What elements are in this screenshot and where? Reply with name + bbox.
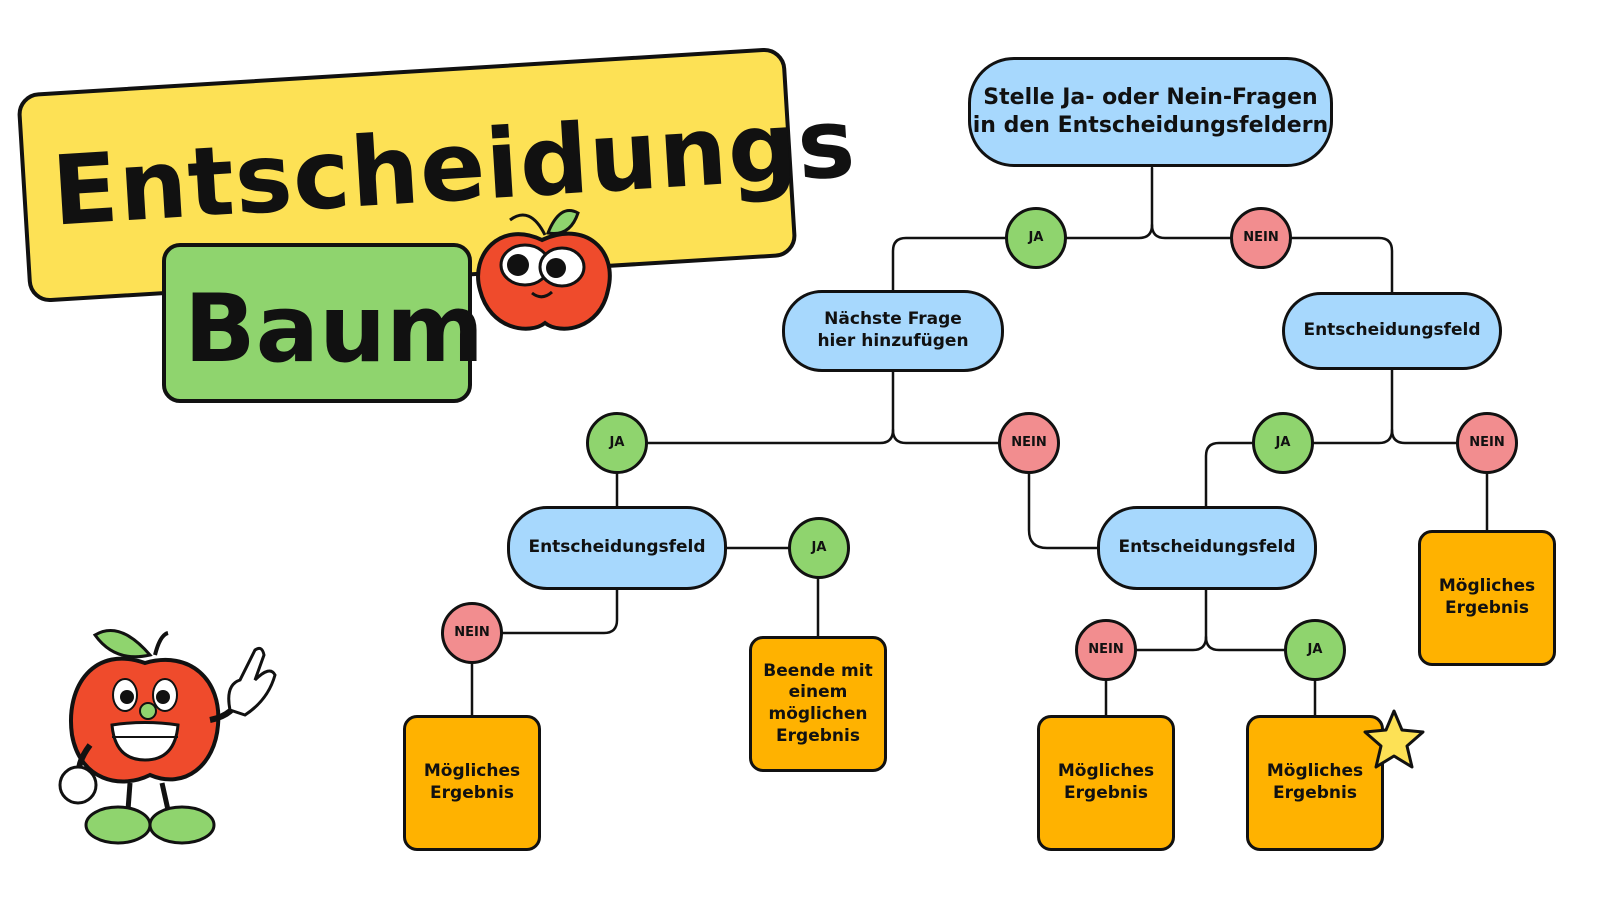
connector-decision-middle-ja bbox=[1204, 635, 1317, 717]
nein-badge-decision-right: NEIN bbox=[1456, 412, 1518, 474]
root-question-node[interactable]: Stelle Ja- oder Nein-Fragen in den Entsc… bbox=[968, 57, 1333, 167]
result-node-far-right[interactable]: Mögliches Ergebnis bbox=[1418, 530, 1556, 666]
nein-badge-decision-middle: NEIN bbox=[1075, 619, 1137, 681]
result-node-mid-left[interactable]: Mögliches Ergebnis bbox=[1037, 715, 1175, 851]
ja-badge-decision-left: JA bbox=[788, 517, 850, 579]
title-line2: Baum bbox=[184, 275, 484, 384]
decision-node-left[interactable]: Entscheidungsfeld bbox=[507, 506, 727, 590]
connector-root-right bbox=[1150, 223, 1394, 297]
title-subbanner: Baum bbox=[162, 243, 484, 403]
ja-badge-decision-right: JA bbox=[1252, 412, 1314, 474]
star-icon bbox=[1363, 709, 1425, 769]
result-node-mid-right[interactable]: Mögliches Ergebnis bbox=[1246, 715, 1384, 851]
connector-next-question bbox=[615, 370, 895, 509]
decision-node-right[interactable]: Entscheidungsfeld bbox=[1282, 292, 1502, 370]
apple-mascot-waving-icon bbox=[58, 629, 277, 845]
result-node-end[interactable]: Beende mit einem möglichen Ergebnis bbox=[749, 636, 887, 772]
decision-node-middle[interactable]: Entscheidungsfeld bbox=[1097, 506, 1317, 590]
nein-badge-decision-left: NEIN bbox=[441, 602, 503, 664]
result-node-left[interactable]: Mögliches Ergebnis bbox=[403, 715, 541, 851]
ja-badge-root: JA bbox=[1005, 207, 1067, 269]
connector-next-question-right bbox=[891, 428, 1099, 550]
nein-badge-next-question: NEIN bbox=[998, 412, 1060, 474]
connector-decision-right-nein bbox=[1390, 428, 1489, 532]
apple-mascot-small-icon bbox=[476, 209, 612, 331]
title-line1: Entscheidungs bbox=[48, 86, 859, 248]
next-question-node[interactable]: Nächste Frage hier hinzufügen bbox=[782, 290, 1004, 372]
ja-badge-decision-middle: JA bbox=[1284, 619, 1346, 681]
connector-decision-left bbox=[470, 588, 619, 717]
ja-badge-next-question: JA bbox=[586, 412, 648, 474]
nein-badge-root: NEIN bbox=[1230, 207, 1292, 269]
